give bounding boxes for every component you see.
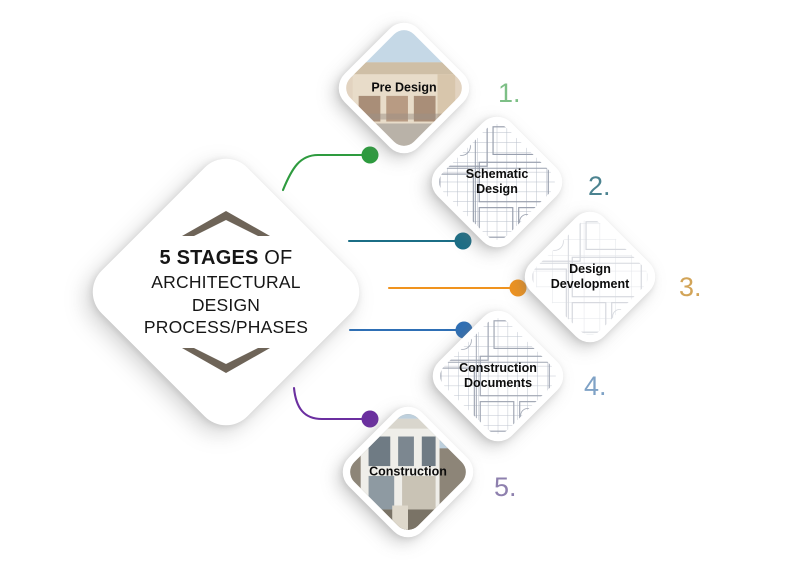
stage-number-1: 1.	[498, 78, 521, 108]
title-line-1: 5 STAGES OF	[144, 245, 308, 271]
stage-card-1[interactable]: Pre Design	[330, 14, 478, 162]
stage-number-4: 4.	[584, 371, 607, 401]
connector-3	[387, 279, 527, 297]
plan-light-blueprint-image	[526, 213, 654, 341]
stage-number-2: 2.	[588, 171, 611, 201]
title-line-4: PROCESS/PHASES	[143, 317, 309, 338]
title-line-2: ARCHITECTURAL	[151, 271, 301, 292]
title-light: OF	[258, 246, 293, 269]
page-title: 5 STAGES OF ARCHITECTURAL DESIGN PROCESS…	[144, 245, 308, 339]
center-content: 5 STAGES OF ARCHITECTURAL DESIGN PROCESS…	[80, 146, 372, 438]
connector-dot-3	[509, 279, 527, 297]
title-strong: 5 STAGES	[159, 246, 259, 269]
stage-number-3: 3.	[679, 272, 702, 302]
stage-number-5: 5.	[494, 472, 517, 502]
chevron-down-icon	[182, 348, 270, 374]
connector-dot-2	[454, 232, 472, 250]
stage-art-frame-3	[526, 213, 654, 341]
center-diamond-card: 5 STAGES OF ARCHITECTURAL DESIGN PROCESS…	[80, 146, 372, 438]
title-line-3: DESIGN	[191, 294, 261, 315]
chevron-up-icon	[182, 210, 270, 236]
